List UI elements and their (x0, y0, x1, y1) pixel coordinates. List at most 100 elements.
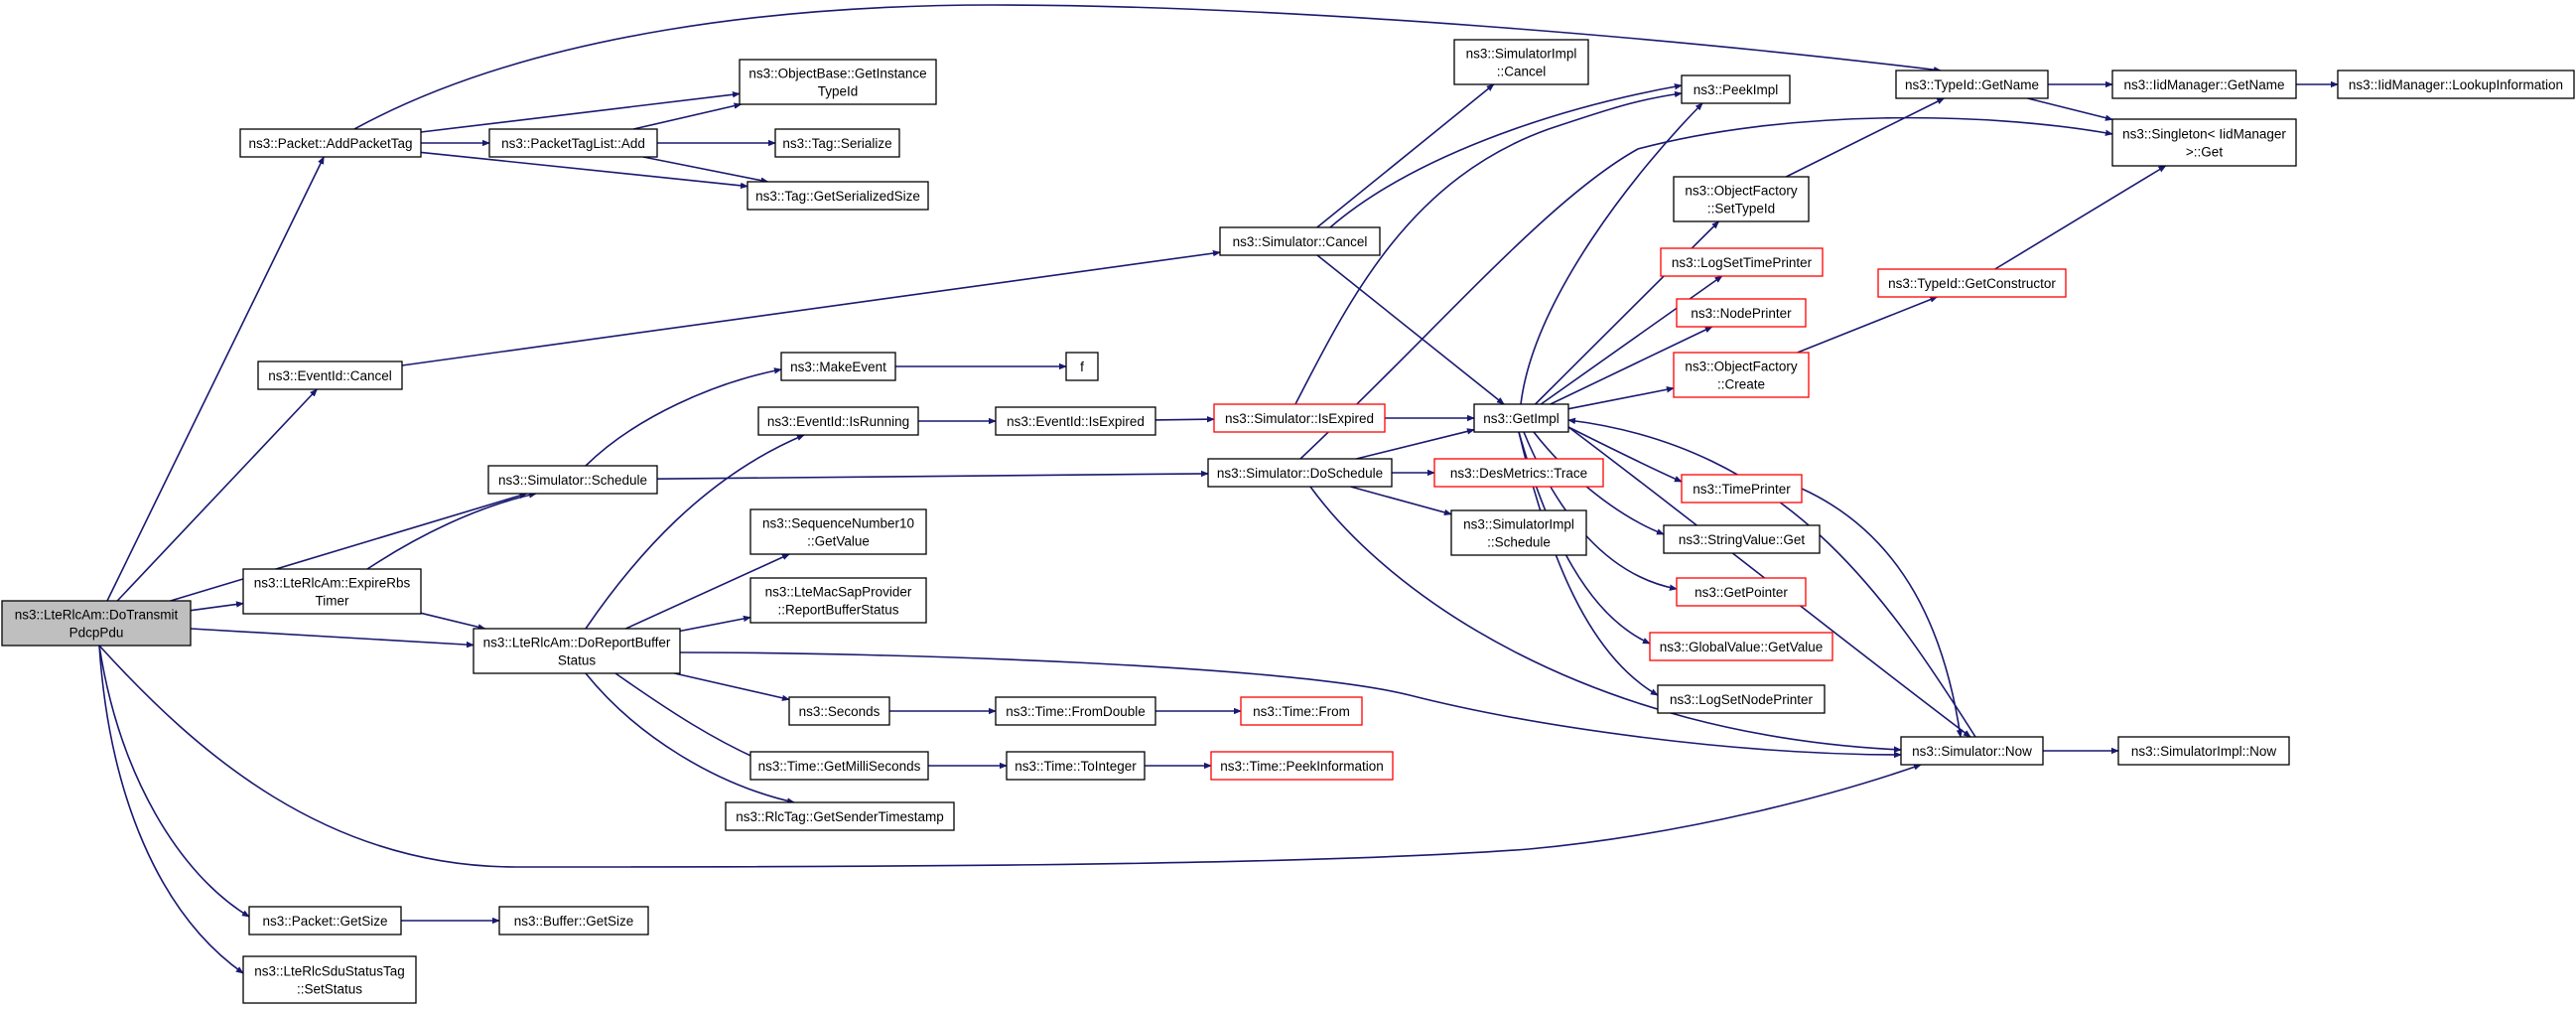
node-getPointer[interactable]: ns3::GetPointer (1676, 577, 1807, 607)
node-packetTagListAdd[interactable]: ns3::PacketTagList::Add (488, 128, 658, 158)
node-label: ns3::Simulator::DoSchedule (1217, 466, 1383, 481)
node-bufferGetSize[interactable]: ns3::Buffer::GetSize (498, 906, 649, 936)
node-box (749, 508, 927, 555)
node-objFactorySetTypeId[interactable]: ns3::ObjectFactory::SetTypeId (1673, 176, 1810, 222)
node-box (248, 906, 402, 936)
node-peekImpl[interactable]: ns3::PeekImpl (1681, 74, 1791, 104)
node-label: ns3::IidManager::GetName (2123, 77, 2284, 92)
node-box (788, 696, 890, 726)
node-simImplCancel[interactable]: ns3::SimulatorImpl::Cancel (1453, 39, 1589, 85)
edge-typeIdGetName-to-singletonGet (2027, 97, 2113, 119)
node-simNow[interactable]: ns3::Simulator::Now (1900, 736, 2044, 766)
edge-simCancel-to-getImpl (1316, 254, 1504, 405)
node-stringValueGet[interactable]: ns3::StringValue::Get (1663, 524, 1821, 554)
edge-root-to-expireRbs (190, 604, 243, 612)
node-seconds[interactable]: ns3::Seconds (788, 696, 890, 726)
node-simImplSchedule[interactable]: ns3::SimulatorImpl::Schedule (1450, 509, 1587, 556)
node-box (749, 577, 927, 624)
node-getImpl[interactable]: ns3::GetImpl (1473, 403, 1569, 433)
node-box (739, 59, 937, 105)
node-timeFrom[interactable]: ns3::Time::From (1240, 696, 1363, 726)
node-timeGetMilli[interactable]: ns3::Time::GetMilliSeconds (749, 751, 929, 781)
edge-typeIdGetConstructor-to-singletonGet (1994, 165, 2166, 270)
node-timeToInteger[interactable]: ns3::Time::ToInteger (1006, 751, 1146, 781)
node-seqGetValue[interactable]: ns3::SequenceNumber10::GetValue (749, 508, 927, 555)
node-tagSerialize[interactable]: ns3::Tag::Serialize (774, 128, 900, 158)
node-rlcTagTimestamp[interactable]: ns3::RlcTag::GetSenderTimestamp (725, 801, 955, 831)
node-label: ns3::LogSetNodePrinter (1670, 692, 1814, 707)
node-label: ns3::Time::FromDouble (1006, 704, 1146, 719)
node-desMetricsTrace[interactable]: ns3::DesMetrics::Trace (1433, 458, 1604, 488)
node-singletonGet[interactable]: ns3::Singleton< IidManager >::Get (2111, 118, 2297, 167)
node-logSetTimePrinter[interactable]: ns3::LogSetTimePrinter (1660, 247, 1824, 277)
node-logSetNodePrinter[interactable]: ns3::LogSetNodePrinter (1657, 684, 1826, 714)
node-eventIdIsRunning[interactable]: ns3::EventId::IsRunning (757, 406, 919, 436)
edge-root-to-sduSetStatus (98, 645, 243, 974)
edge-doReportBuffer-to-simNow (679, 651, 1901, 755)
node-box (1207, 458, 1393, 488)
edge-objFactoryCreate-to-typeIdGetConstructor (1797, 296, 1938, 354)
node-label: ns3::Time::From (1253, 704, 1350, 719)
node-timeFromDouble[interactable]: ns3::Time::FromDouble (995, 696, 1156, 726)
node-typeIdGetName[interactable]: ns3::TypeId::GetName (1895, 70, 2049, 99)
node-label: ns3::LteRlcAm::ExpireRbs (254, 576, 411, 591)
edge-doReportBuffer-to-eventIdIsRunning (585, 434, 804, 630)
node-addPacketTag[interactable]: ns3::Packet::AddPacketTag (239, 128, 422, 158)
node-tagGetSerializedSize[interactable]: ns3::Tag::GetSerializedSize (746, 181, 929, 211)
node-iidGetName[interactable]: ns3::IidManager::GetName (2111, 70, 2297, 99)
node-eventIdIsExpired[interactable]: ns3::EventId::IsExpired (995, 406, 1156, 436)
node-timePeekInfo[interactable]: ns3::Time::PeekInformation (1210, 751, 1394, 781)
node-box (1657, 684, 1826, 714)
node-simDoSchedule[interactable]: ns3::Simulator::DoSchedule (1207, 458, 1393, 488)
node-iidLookup[interactable]: ns3::IidManager::LookupInformation (2337, 70, 2575, 99)
node-f[interactable]: f (1065, 352, 1099, 381)
node-sduSetStatus[interactable]: ns3::LteRlcSduStatusTag::SetStatus (242, 955, 417, 1004)
node-label: ns3::IidManager::LookupInformation (2349, 77, 2563, 92)
edge-root-to-simNow (98, 645, 1921, 868)
node-box (488, 128, 658, 158)
edge-doReportBuffer-to-macReport (679, 618, 750, 633)
node-label: ns3::Simulator::Now (1912, 744, 2032, 759)
node-simSchedule[interactable]: ns3::Simulator::Schedule (487, 465, 658, 495)
node-box (1676, 577, 1807, 607)
node-label: ns3::LteMacSapProvider (765, 585, 912, 600)
node-box (473, 628, 681, 674)
node-box (1240, 696, 1363, 726)
node-label: ::ReportBufferStatus (777, 603, 898, 618)
node-box (1660, 247, 1824, 277)
edge-timePrinter-to-simNow (1801, 488, 1961, 737)
node-label: ns3::SequenceNumber10 (762, 516, 914, 531)
node-label: ns3::TypeId::GetConstructor (1888, 276, 2056, 291)
edge-objFactorySetTypeId-to-typeIdGetName (1785, 97, 1944, 178)
node-typeIdGetConstructor[interactable]: ns3::TypeId::GetConstructor (1877, 268, 2067, 298)
node-packetGetSize[interactable]: ns3::Packet::GetSize (248, 906, 402, 936)
node-makeEvent[interactable]: ns3::MakeEvent (780, 352, 896, 381)
edge-simDoSchedule-to-simNow (1309, 486, 1901, 750)
node-label: ns3::RlcTag::GetSenderTimestamp (736, 809, 944, 824)
node-label: ns3::Time::PeekInformation (1220, 759, 1384, 774)
edge-doReportBuffer-to-rlcTagTimestamp (585, 672, 794, 802)
node-timePrinter[interactable]: ns3::TimePrinter (1681, 474, 1803, 504)
edge-simNow-to-getImpl (1568, 420, 1976, 738)
node-macReport[interactable]: ns3::LteMacSapProvider::ReportBufferStat… (749, 577, 927, 624)
node-label: ::GetValue (807, 534, 870, 549)
node-box (242, 568, 422, 615)
edge-doReportBuffer-to-seconds (674, 672, 789, 699)
node-eventIdCancel[interactable]: ns3::EventId::Cancel (257, 360, 403, 390)
node-simImplNow[interactable]: ns3::SimulatorImpl::Now (2117, 736, 2290, 766)
edge-getImpl-to-timePrinter (1567, 426, 1682, 483)
node-box (1900, 736, 2044, 766)
node-label: ns3::TimePrinter (1693, 482, 1791, 497)
node-simIsExpired[interactable]: ns3::Simulator::IsExpired (1213, 403, 1386, 433)
node-globalValueGetValue[interactable]: ns3::GlobalValue::GetValue (1649, 632, 1833, 661)
node-box (1681, 474, 1803, 504)
node-objFactoryCreate[interactable]: ns3::ObjectFactory::Create (1673, 352, 1810, 398)
edge-doReportBuffer-to-seqGetValue (625, 553, 789, 630)
node-nodePrinter[interactable]: ns3::NodePrinter (1676, 298, 1807, 328)
node-box (1450, 509, 1587, 556)
node-simCancel[interactable]: ns3::Simulator::Cancel (1219, 226, 1381, 256)
